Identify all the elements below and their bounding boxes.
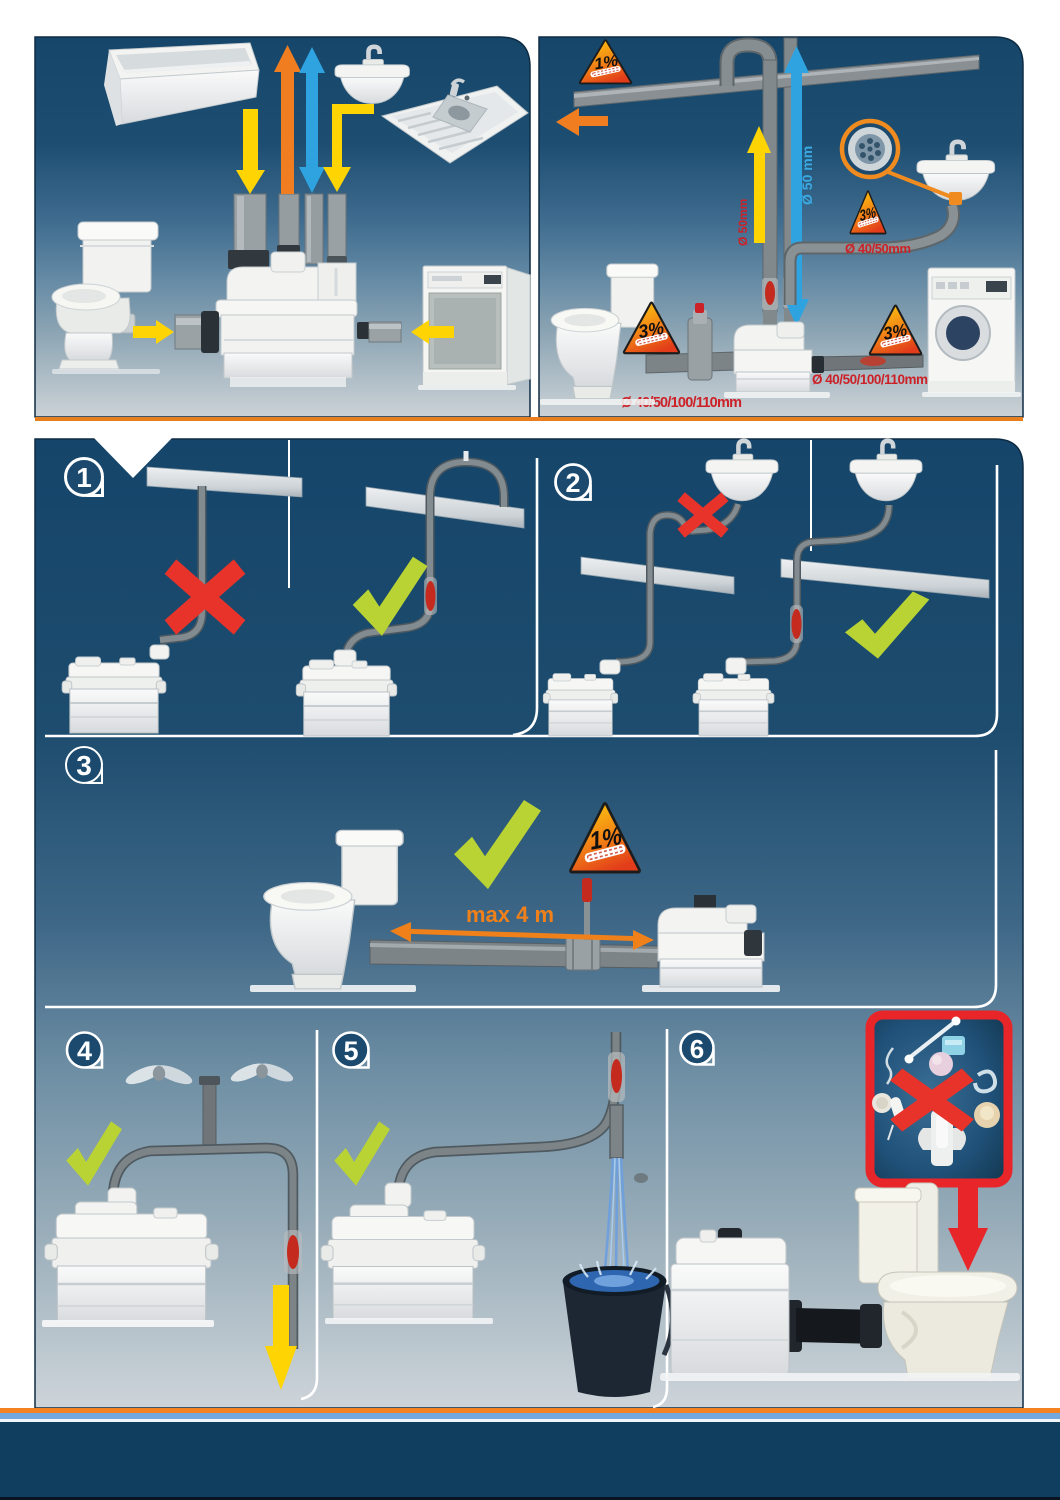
svg-text:Ø 40/50/100/110mm: Ø 40/50/100/110mm — [812, 372, 928, 387]
svg-text:3%: 3% — [637, 317, 666, 342]
svg-text:5: 5 — [343, 1036, 358, 1066]
svg-text:Ø 50mm: Ø 50mm — [736, 199, 750, 246]
svg-text:4: 4 — [77, 1036, 92, 1066]
svg-text:1: 1 — [76, 462, 92, 493]
svg-text:6: 6 — [690, 1034, 704, 1064]
svg-text:2: 2 — [565, 468, 580, 498]
svg-text:Ø 40/50mm: Ø 40/50mm — [845, 241, 911, 256]
svg-text:3%: 3% — [882, 319, 909, 344]
svg-text:max 4 m: max 4 m — [466, 902, 554, 927]
svg-text:3%: 3% — [859, 204, 877, 225]
svg-text:Ø 50 mm: Ø 50 mm — [799, 146, 815, 205]
svg-text:3: 3 — [76, 750, 92, 781]
svg-text:1%: 1% — [588, 823, 624, 856]
svg-text:1%: 1% — [593, 52, 620, 73]
